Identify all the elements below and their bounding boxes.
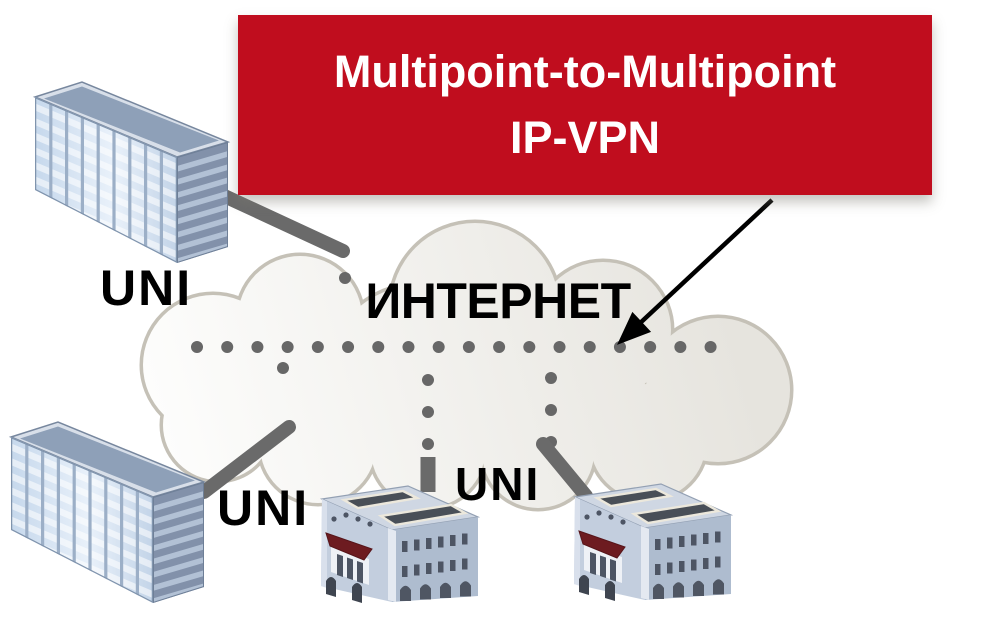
callout-arrow-icon: [617, 198, 774, 345]
uni-connector-top-left: [213, 187, 350, 258]
office-building-icon: [28, 82, 234, 287]
banner-title-line2: IP-VPN: [509, 112, 661, 163]
internet-label: ИНТЕРНЕТ: [365, 273, 631, 329]
uni-connector-bottom-left: [197, 420, 296, 499]
banner-title-line1: Multipoint-to-Multipoint: [333, 46, 837, 97]
uni-connector-lines: [197, 187, 593, 503]
uni-label-middle: UNI: [455, 458, 541, 510]
uni-label-bottom-left: UNI: [217, 480, 310, 536]
bank-building-icon: [572, 482, 733, 603]
vpn-mesh-dotted-lines: [191, 272, 717, 451]
vpn-banner: Multipoint-to-Multipoint IP-VPN: [238, 15, 932, 195]
uni-label-top-left: UNI: [100, 260, 193, 316]
uni-connector-right: [536, 437, 593, 503]
